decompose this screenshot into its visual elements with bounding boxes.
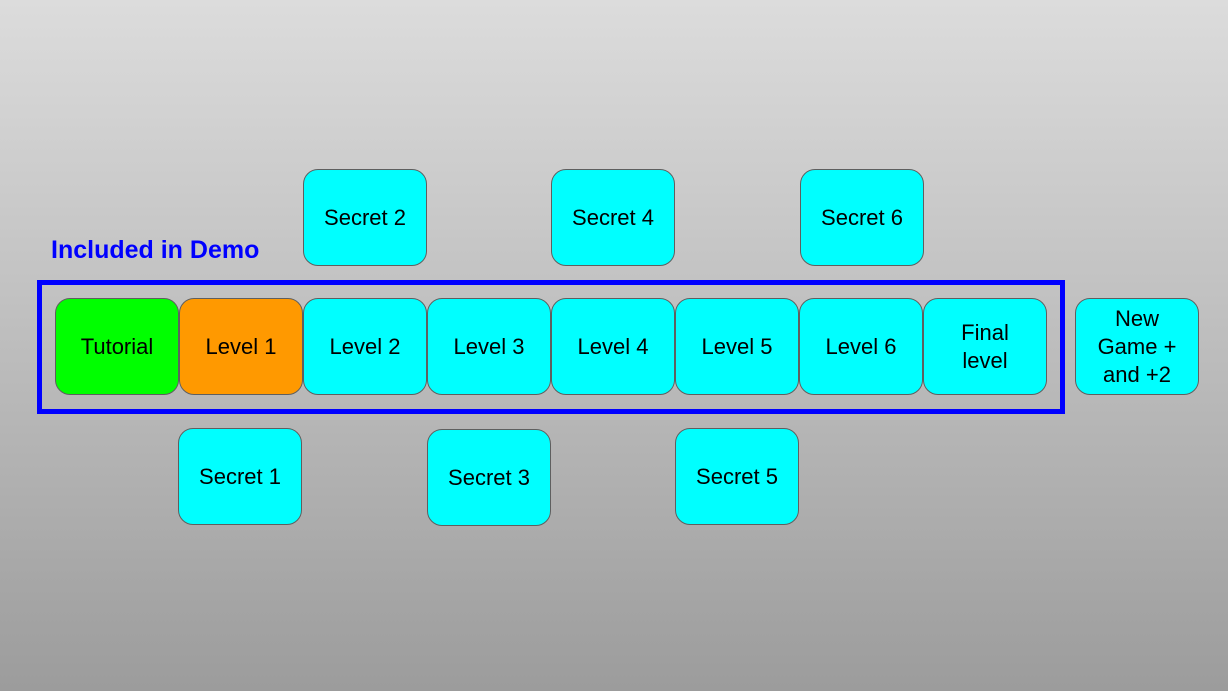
- node-secret-2: Secret 2: [303, 169, 427, 266]
- node-level-2: Level 2: [303, 298, 427, 395]
- demo-label: Included in Demo: [51, 236, 260, 264]
- node-tutorial: Tutorial: [55, 298, 179, 395]
- node-final-level: Final level: [923, 298, 1047, 395]
- node-level-4: Level 4: [551, 298, 675, 395]
- node-secret-1: Secret 1: [178, 428, 302, 525]
- node-new-game-plus: New Game + and +2: [1075, 298, 1199, 395]
- node-secret-6: Secret 6: [800, 169, 924, 266]
- node-secret-4: Secret 4: [551, 169, 675, 266]
- demo-frame: [37, 280, 1065, 414]
- node-level-1: Level 1: [179, 298, 303, 395]
- node-secret-3: Secret 3: [427, 429, 551, 526]
- node-level-5: Level 5: [675, 298, 799, 395]
- node-level-3: Level 3: [427, 298, 551, 395]
- node-secret-5: Secret 5: [675, 428, 799, 525]
- node-level-6: Level 6: [799, 298, 923, 395]
